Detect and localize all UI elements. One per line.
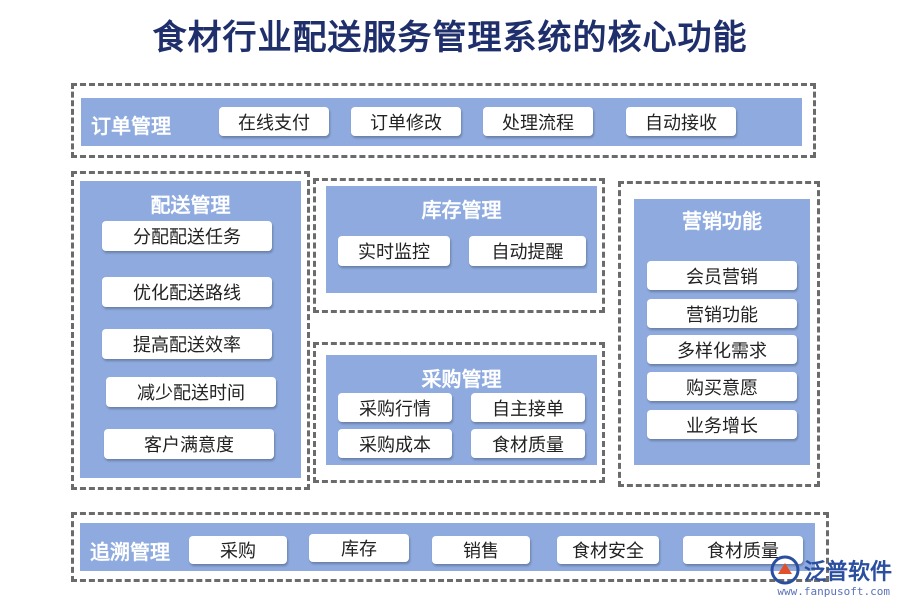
trace-item: 销售: [432, 536, 530, 564]
brand-logo-icon: [770, 555, 800, 585]
delivery-frame: [71, 171, 310, 490]
delivery-panel: 配送管理 分配配送任务 优化配送路线 提高配送效率 减少配送时间 客户满意度: [80, 181, 301, 478]
trace-item: 食材安全: [557, 536, 659, 564]
inventory-item: 实时监控: [338, 236, 450, 266]
purchase-item: 采购成本: [338, 429, 452, 458]
delivery-item: 提高配送效率: [102, 329, 272, 359]
marketing-title: 营销功能: [682, 209, 762, 233]
purchase-title: 采购管理: [421, 367, 502, 391]
inventory-panel: 库存管理 实时监控 自动提醒: [326, 186, 597, 293]
order-item: 自动接收: [626, 107, 736, 136]
page-title: 食材行业配送服务管理系统的核心功能: [152, 18, 748, 58]
delivery-item: 分配配送任务: [102, 221, 272, 251]
marketing-item: 多样化需求: [647, 335, 797, 364]
trace-panel: 追溯管理 采购 库存 销售 食材安全 食材质量: [80, 523, 815, 571]
brand-logo: 泛普软件: [770, 554, 892, 586]
marketing-item: 购买意愿: [647, 372, 797, 401]
delivery-item: 减少配送时间: [106, 377, 276, 407]
order-item: 在线支付: [219, 107, 329, 136]
inventory-item: 自动提醒: [469, 236, 586, 266]
brand-name: 泛普软件: [803, 560, 892, 585]
inventory-frame: [313, 178, 605, 313]
order-item: 订单修改: [351, 107, 461, 136]
purchase-item: 自主接单: [471, 393, 585, 422]
order-title: 订单管理: [91, 114, 171, 138]
marketing-frame: [618, 181, 820, 487]
order-panel: 订单管理 在线支付 订单修改 处理流程 自动接收: [81, 98, 802, 146]
marketing-item: 业务增长: [647, 410, 797, 439]
delivery-title: 配送管理: [150, 193, 231, 217]
brand-url: www.fanpusoft.com: [777, 585, 890, 598]
purchase-panel: 采购管理 采购行情 自主接单 采购成本 食材质量: [326, 355, 597, 465]
delivery-item: 客户满意度: [104, 429, 274, 459]
trace-item: 采购: [189, 536, 287, 564]
purchase-item: 食材质量: [471, 429, 585, 458]
trace-title: 追溯管理: [90, 540, 170, 564]
trace-item: 食材质量: [683, 536, 803, 564]
purchase-frame: [313, 342, 605, 483]
order-frame: [71, 83, 816, 158]
purchase-item: 采购行情: [338, 393, 452, 422]
order-item: 处理流程: [483, 107, 593, 136]
trace-item: 库存: [309, 534, 409, 562]
inventory-title: 库存管理: [421, 198, 502, 222]
marketing-item: 会员营销: [647, 261, 797, 290]
trace-frame: [71, 512, 829, 582]
marketing-panel: 营销功能 会员营销 营销功能 多样化需求 购买意愿 业务增长: [634, 199, 810, 465]
marketing-item: 营销功能: [647, 299, 797, 328]
delivery-item: 优化配送路线: [102, 277, 272, 307]
